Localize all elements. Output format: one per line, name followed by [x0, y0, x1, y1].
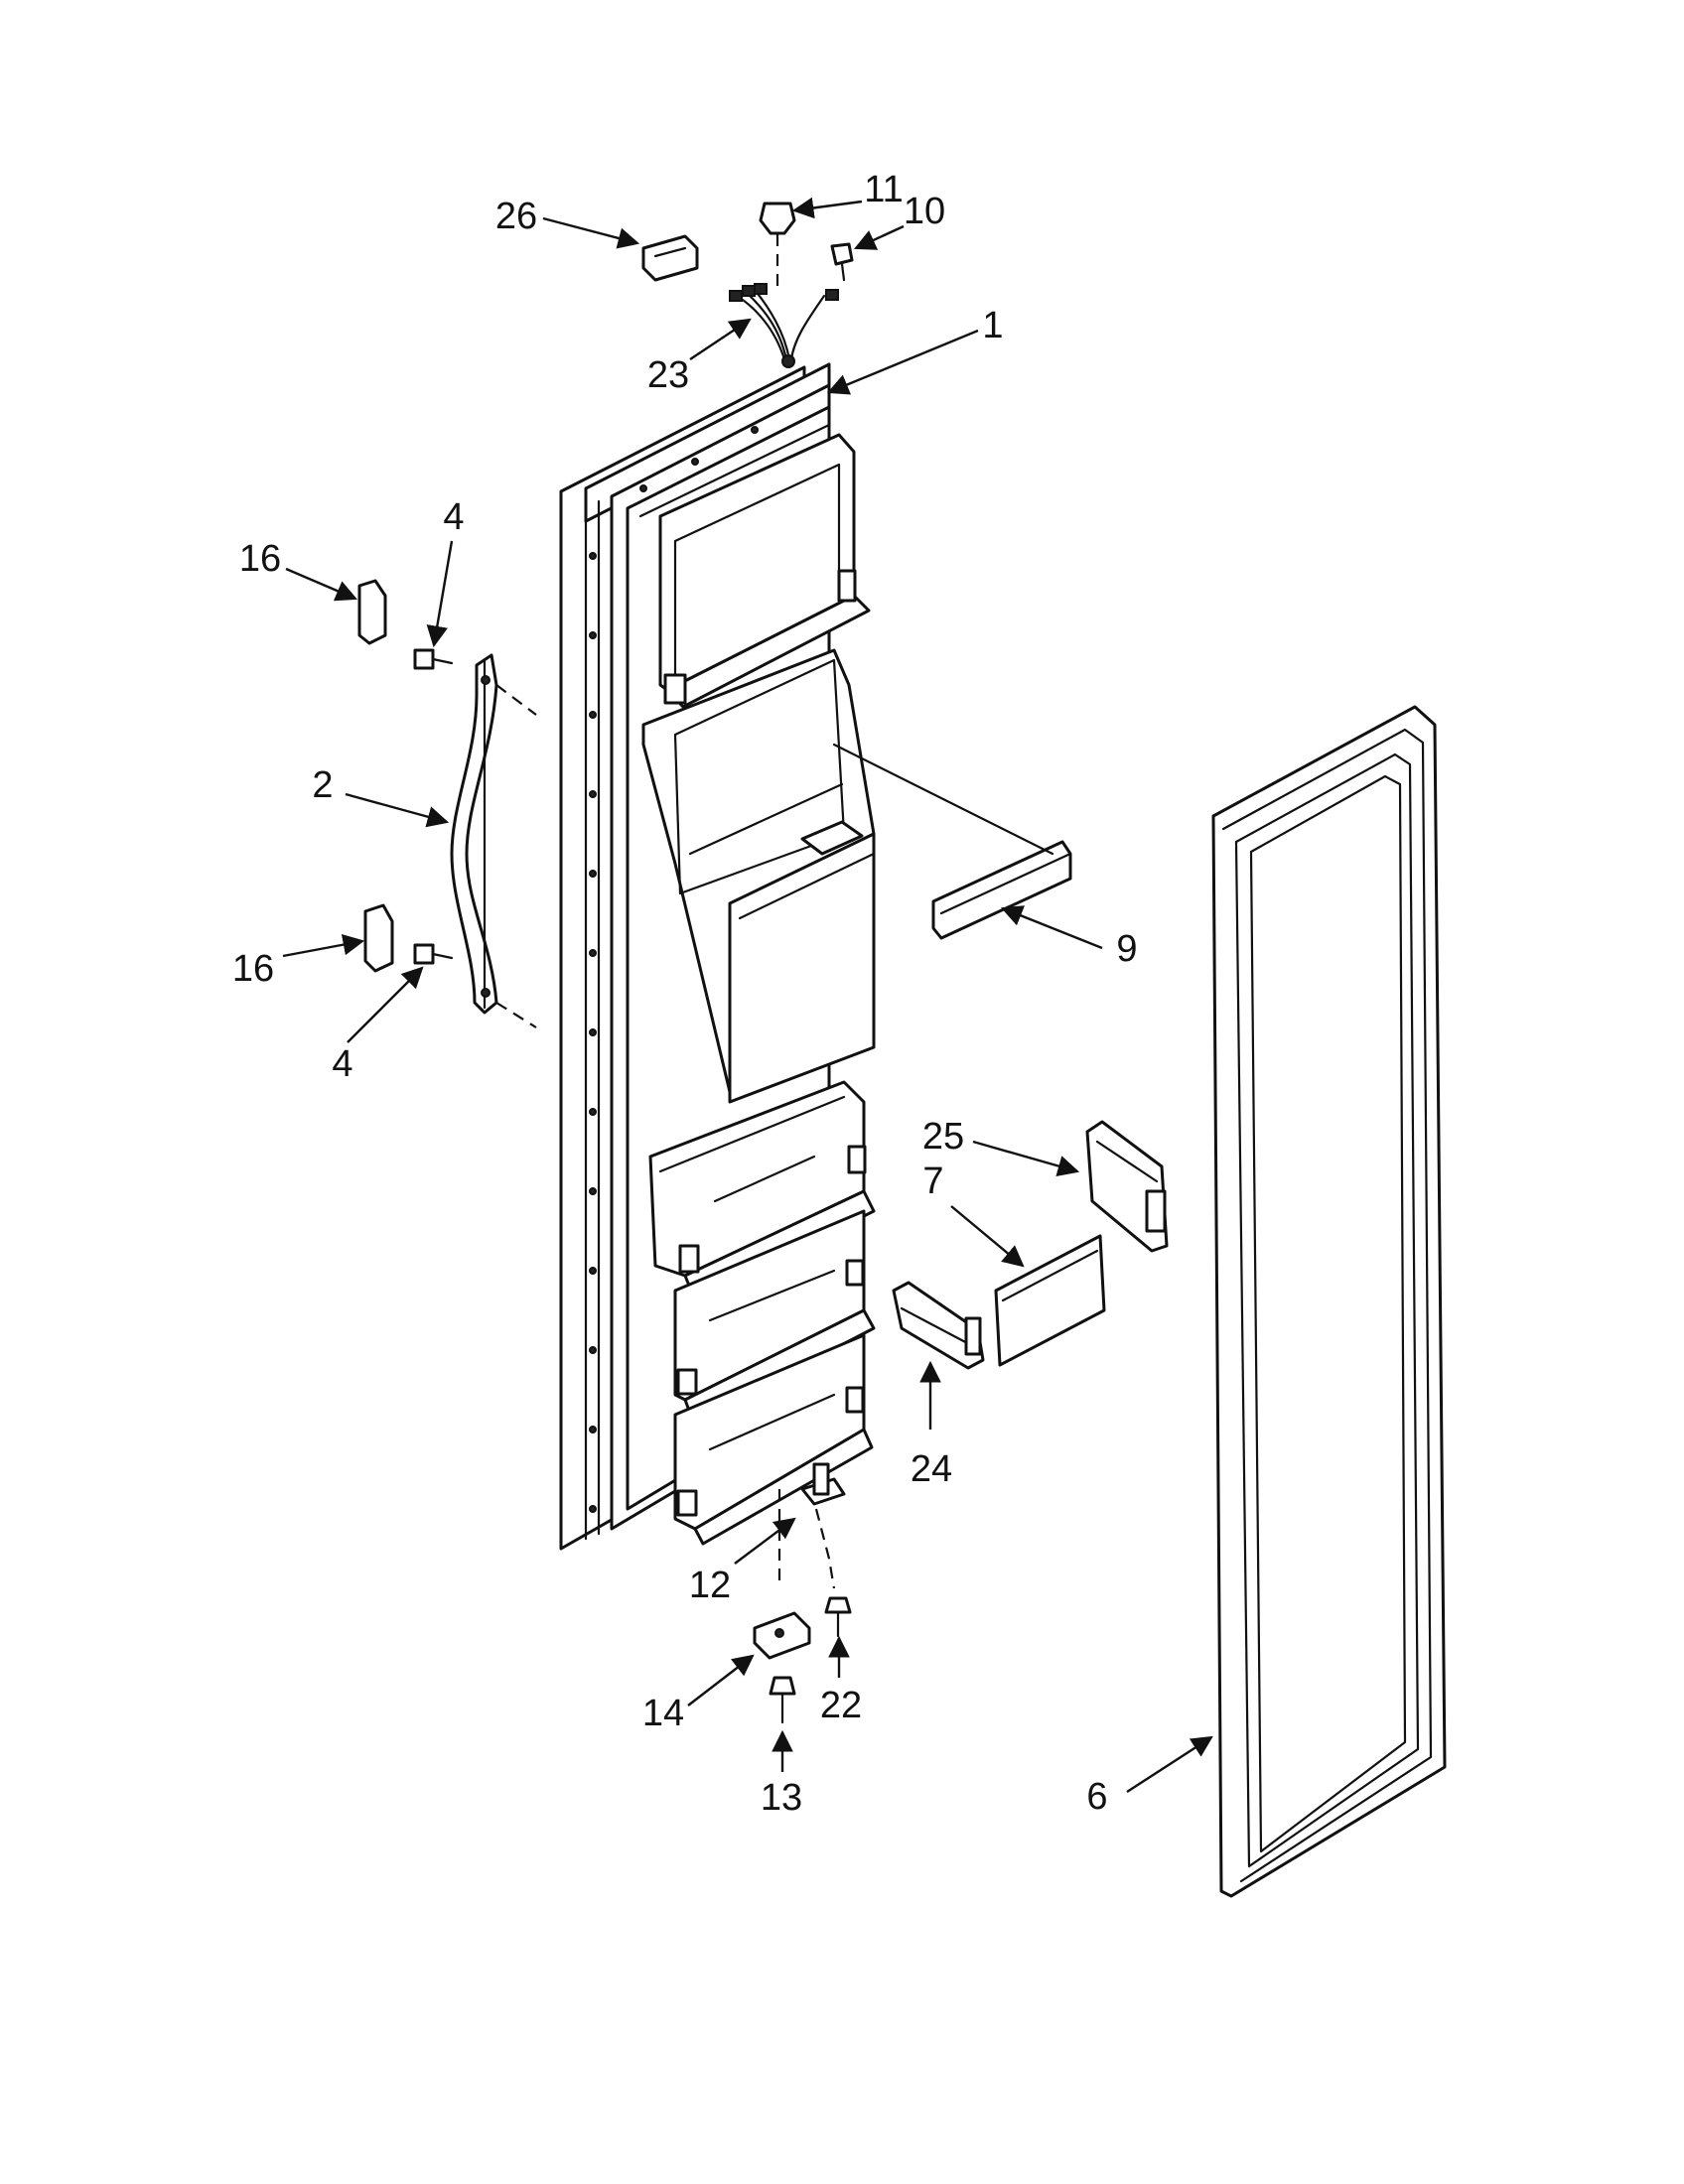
callout-12: 12	[689, 1517, 796, 1606]
callout-23: 23	[647, 318, 752, 396]
wire-harness-23	[729, 283, 839, 368]
callout-1: 1	[827, 305, 1004, 395]
callout-4-lower: 4	[332, 966, 424, 1085]
light-socket-11	[759, 202, 796, 288]
callout-22: 22	[820, 1635, 862, 1726]
screw-22	[824, 1596, 852, 1638]
svg-text:10: 10	[904, 191, 945, 232]
svg-text:25: 25	[922, 1116, 964, 1158]
svg-text:6: 6	[1086, 1776, 1107, 1818]
svg-text:24: 24	[911, 1448, 952, 1490]
svg-text:7: 7	[922, 1160, 943, 1202]
screw-lower-4	[413, 943, 454, 965]
wire-connector-26	[641, 234, 699, 282]
bin-end-cap-25	[1085, 1120, 1169, 1253]
callout-10: 10	[854, 191, 945, 250]
screw-13	[769, 1676, 796, 1724]
svg-text:13: 13	[761, 1777, 802, 1819]
callout-13: 13	[761, 1729, 802, 1819]
callout-11: 11	[791, 169, 904, 219]
svg-text:4: 4	[443, 496, 464, 538]
handle-cap-lower-16	[363, 903, 394, 973]
screw-10	[830, 242, 854, 282]
callout-4-upper: 4	[426, 496, 465, 648]
callout-24: 24	[911, 1360, 952, 1490]
callout-16-lower: 16	[232, 933, 365, 990]
svg-text:16: 16	[232, 948, 274, 990]
svg-text:22: 22	[820, 1685, 862, 1726]
bin-end-cap-24	[892, 1281, 985, 1370]
hinge-bracket-14	[753, 1611, 811, 1660]
shelf-rail-9	[832, 743, 1072, 940]
door-screw-holes	[589, 426, 759, 1513]
svg-text:11: 11	[864, 169, 903, 210]
callout-14: 14	[642, 1654, 755, 1734]
svg-text:12: 12	[689, 1565, 731, 1606]
svg-text:1: 1	[982, 305, 1003, 346]
callout-9: 9	[1000, 905, 1138, 970]
handle-cap-upper-16	[357, 579, 387, 645]
door-assembly	[559, 362, 876, 1551]
svg-text:23: 23	[647, 354, 689, 396]
callout-7: 7	[922, 1160, 1025, 1268]
svg-text:14: 14	[642, 1693, 684, 1734]
callout-26: 26	[495, 196, 640, 249]
door-gasket	[1211, 705, 1447, 1898]
callout-16-upper: 16	[239, 538, 357, 602]
svg-text:26: 26	[495, 196, 537, 237]
bin-front-7	[994, 1234, 1106, 1367]
svg-text:9: 9	[1116, 928, 1137, 970]
svg-text:4: 4	[332, 1043, 352, 1085]
screw-upper-4	[413, 648, 454, 670]
callout-25: 25	[922, 1116, 1080, 1177]
callout-6: 6	[1086, 1735, 1213, 1818]
door-handle	[450, 653, 537, 1028]
callout-2: 2	[312, 764, 450, 828]
svg-text:16: 16	[239, 538, 281, 580]
svg-text:2: 2	[312, 764, 333, 806]
